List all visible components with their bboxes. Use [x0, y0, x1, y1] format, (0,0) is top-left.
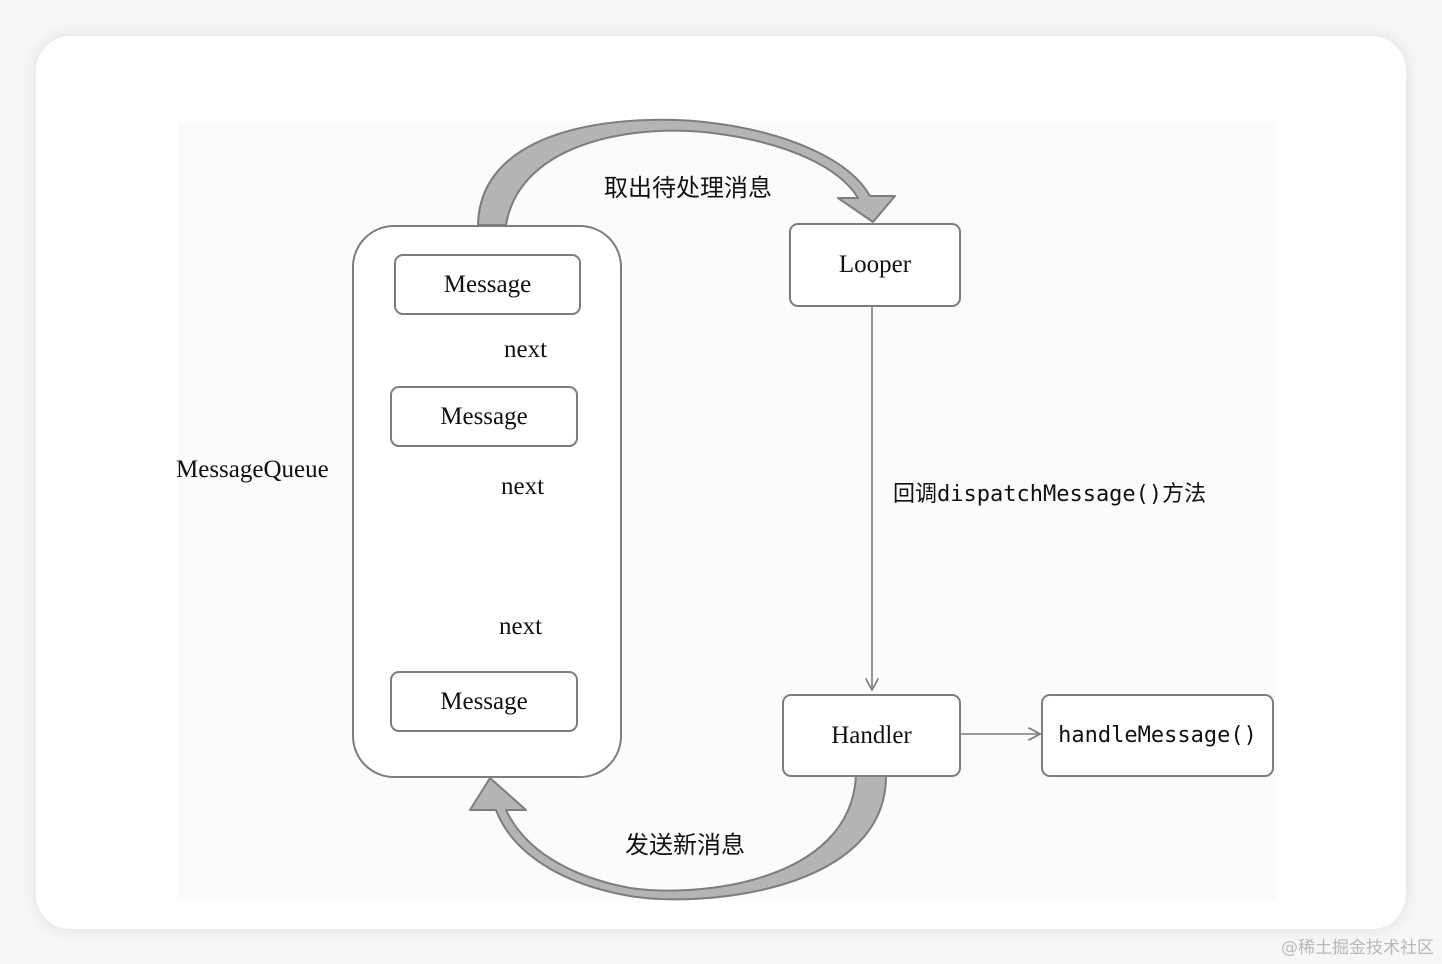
take-message-arrow: [477, 118, 896, 226]
watermark: @稀土掘金技术社区: [1281, 938, 1434, 958]
next-label-2: next: [501, 473, 545, 500]
message-label-3: Message: [440, 687, 528, 715]
message-queue-label: MessageQueue: [176, 456, 329, 483]
handler-box: Handler: [782, 694, 961, 777]
send-message-arrow: [469, 775, 887, 901]
looper-label: Looper: [838, 251, 912, 278]
message-box-3: Message: [390, 671, 578, 732]
dispatch-label: 回调dispatchMessage()方法: [893, 482, 1207, 507]
next-label-3: next: [499, 613, 543, 640]
looper-box: Looper: [789, 223, 961, 307]
handle-message-label: handleMessage(): [1058, 723, 1257, 748]
message-label-2: Message: [440, 402, 528, 430]
message-box-1: Message: [394, 254, 581, 315]
handler-label: Handler: [831, 721, 912, 749]
next-label-1: next: [504, 336, 548, 363]
take-message-label: 取出待处理消息: [604, 174, 772, 202]
message-label-1: Message: [443, 270, 532, 298]
handle-message-box: handleMessage(): [1041, 694, 1274, 777]
send-message-label: 发送新消息: [625, 831, 745, 859]
message-box-2: Message: [390, 386, 578, 447]
